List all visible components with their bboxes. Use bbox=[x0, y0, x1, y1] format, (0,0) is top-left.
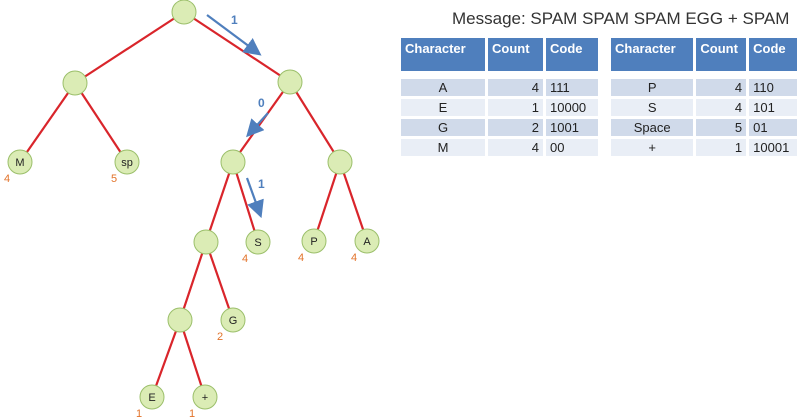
cell-character: E bbox=[401, 99, 485, 116]
cell-code: 10000 bbox=[546, 99, 598, 116]
tree-edge bbox=[74, 11, 185, 84]
traversal-arrow bbox=[245, 177, 264, 219]
node-count: 4 bbox=[4, 173, 10, 185]
cell-count: 4 bbox=[696, 99, 747, 116]
cell-character: S bbox=[611, 99, 694, 116]
cell-count: 4 bbox=[488, 79, 543, 96]
cell-count: 5 bbox=[696, 119, 747, 136]
leaf-node-A bbox=[354, 228, 380, 254]
tree-edge bbox=[150, 319, 182, 398]
cell-character: + bbox=[611, 139, 694, 156]
cell-character: M bbox=[401, 139, 485, 156]
cell-character: G bbox=[401, 119, 485, 136]
arrow-bit-label: 1 bbox=[231, 13, 238, 27]
node-label: sp bbox=[121, 157, 133, 169]
table-row: E 1 10000 bbox=[401, 99, 598, 116]
code-table-right: Character Count Code P 4 110 S 4 101 Spa… bbox=[608, 35, 800, 159]
tree-edge bbox=[204, 241, 235, 321]
tree-edge bbox=[19, 82, 76, 163]
cell-character: P bbox=[611, 79, 694, 96]
table-row: A 4 111 bbox=[401, 79, 598, 96]
traversal-arrow bbox=[246, 112, 269, 138]
header-count: Count bbox=[488, 38, 543, 71]
table-row: Space 5 01 bbox=[611, 119, 797, 136]
cell-count: 1 bbox=[488, 99, 543, 116]
tree-edge bbox=[183, 11, 291, 83]
cell-code: 00 bbox=[546, 139, 598, 156]
tree-edge bbox=[178, 241, 208, 321]
header-code: Code bbox=[749, 38, 797, 71]
tree-edge bbox=[312, 161, 342, 242]
tree-edge bbox=[204, 161, 235, 243]
leaf-node-S bbox=[245, 229, 271, 255]
node-count: 2 bbox=[217, 331, 223, 343]
leaf-node-P bbox=[301, 228, 327, 254]
node-label: S bbox=[254, 237, 261, 249]
leaf-node-sp bbox=[114, 149, 140, 175]
internal-node bbox=[220, 149, 246, 175]
cell-character: A bbox=[401, 79, 485, 96]
message-text: Message: SPAM SPAM SPAM EGG + SPAM bbox=[452, 9, 790, 28]
node-label: + bbox=[202, 392, 208, 404]
node-label: G bbox=[229, 315, 238, 327]
internal-node bbox=[327, 149, 353, 175]
node-label: P bbox=[310, 236, 317, 248]
node-label: M bbox=[15, 157, 24, 169]
header-character: Character bbox=[611, 38, 694, 71]
arrow-bit-label: 0 bbox=[258, 96, 265, 110]
node-count: 5 bbox=[111, 173, 117, 185]
tree-edge bbox=[74, 82, 128, 163]
node-label: E bbox=[148, 392, 155, 404]
leaf-node-plus bbox=[192, 384, 218, 410]
node-count: 1 bbox=[136, 408, 142, 417]
table-row: M 4 00 bbox=[401, 139, 598, 156]
internal-node bbox=[193, 229, 219, 255]
tree-edge bbox=[178, 319, 207, 398]
cell-count: 4 bbox=[488, 139, 543, 156]
cell-code: 111 bbox=[546, 79, 598, 96]
tree-edge bbox=[231, 161, 260, 243]
header-character: Character bbox=[401, 38, 485, 71]
cell-count: 2 bbox=[488, 119, 543, 136]
node-count: 1 bbox=[189, 408, 195, 417]
header-code: Code bbox=[546, 38, 598, 71]
internal-node bbox=[277, 69, 303, 95]
table-row: G 2 1001 bbox=[401, 119, 598, 136]
cell-count: 4 bbox=[696, 79, 747, 96]
tree-edge bbox=[289, 81, 341, 163]
tree-edge bbox=[338, 161, 369, 242]
cell-code: 10001 bbox=[749, 139, 797, 156]
traversal-arrow bbox=[206, 14, 262, 56]
header-count: Count bbox=[696, 38, 747, 71]
internal-node bbox=[171, 0, 197, 25]
cell-code: 101 bbox=[749, 99, 797, 116]
leaf-node-M bbox=[7, 149, 33, 175]
arrow-bit-label: 1 bbox=[258, 177, 265, 191]
table-row: + 1 10001 bbox=[611, 139, 797, 156]
internal-node bbox=[62, 70, 88, 96]
cell-count: 1 bbox=[696, 139, 747, 156]
code-table-left: Character Count Code A 4 111 E 1 10000 G… bbox=[398, 35, 601, 159]
node-label: A bbox=[363, 236, 371, 248]
node-count: 4 bbox=[351, 252, 357, 264]
node-count: 4 bbox=[298, 252, 304, 264]
node-count: 4 bbox=[242, 253, 248, 265]
cell-code: 110 bbox=[749, 79, 797, 96]
cell-code: 01 bbox=[749, 119, 797, 136]
cell-code: 1001 bbox=[546, 119, 598, 136]
table-row: P 4 110 bbox=[611, 79, 797, 96]
leaf-node-G bbox=[220, 307, 246, 333]
tree-edge bbox=[232, 81, 291, 163]
table-row: S 4 101 bbox=[611, 99, 797, 116]
leaf-node-E bbox=[139, 384, 165, 410]
internal-node bbox=[167, 307, 193, 333]
cell-character: Space bbox=[611, 119, 694, 136]
